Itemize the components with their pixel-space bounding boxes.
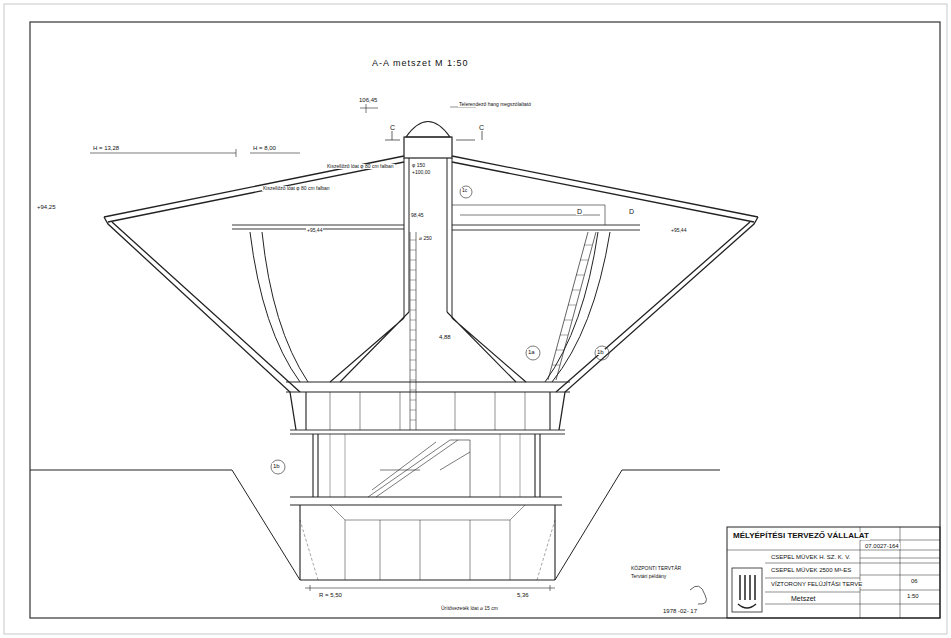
level-mark: +94,25 <box>36 204 57 210</box>
scale-text: 1:50 <box>906 593 920 599</box>
note-text: Kiszellőző lóat φ 80 cm falban <box>326 164 395 169</box>
stamp-text: Tervtári példány <box>630 574 667 579</box>
note-text: Ürítővezeték lóat ⌀ 15 cm <box>440 606 499 611</box>
dimension: φ 150 <box>411 163 426 168</box>
dimension: H = 8,00 <box>252 145 277 151</box>
dimension: ⌀ 250 <box>418 236 433 241</box>
level-mark: 98,45 <box>410 213 425 218</box>
date-stamp: 1978 -02- 17 <box>662 608 698 614</box>
callout-number: 1b <box>596 349 605 355</box>
project-name: CSEPEL MŰVEK 2500 M³-ES <box>770 567 852 573</box>
section-mark: C <box>389 124 396 131</box>
dimension: H = 13,28 <box>92 145 120 151</box>
level-mark: +95,44 <box>306 228 323 233</box>
note-text: Kiszellőző lóat φ 80 cm falban <box>262 186 331 191</box>
dimension: 4,88 <box>438 334 452 340</box>
callout-number: 1b <box>272 463 281 469</box>
level-mark: +95,44 <box>670 228 687 233</box>
section-mark: C <box>478 124 485 131</box>
dimension: 5,36 <box>516 592 530 598</box>
client-name: CSEPEL MŰVEK H. SZ. K. V. <box>770 554 851 560</box>
sheet-title: Metszet <box>790 595 817 602</box>
level-mark: +100,00 <box>411 170 431 175</box>
callout-number: 1a <box>527 349 536 355</box>
section-mark: D <box>628 208 635 215</box>
stamp-text: KÖZPONTI TERVTÁR <box>630 566 682 571</box>
section-title: A-A metszet M 1:50 <box>372 58 469 68</box>
callout-number: 1c <box>461 188 468 193</box>
note-text: Telerendező hang megszólaltató <box>458 102 532 107</box>
sheet-number: 06 <box>910 578 919 584</box>
level-mark: 106,45 <box>358 97 378 103</box>
company-name: MÉLYÉPÍTÉSI TERVEZŐ VÁLLALAT <box>732 532 870 540</box>
drawing-number: 07.0027-164 <box>864 543 900 549</box>
dimension: R = 5,50 <box>318 592 343 598</box>
section-mark: D <box>576 208 583 215</box>
project-name: VÍZTORONY FELÚJÍTÁSI TERVE <box>770 581 863 587</box>
